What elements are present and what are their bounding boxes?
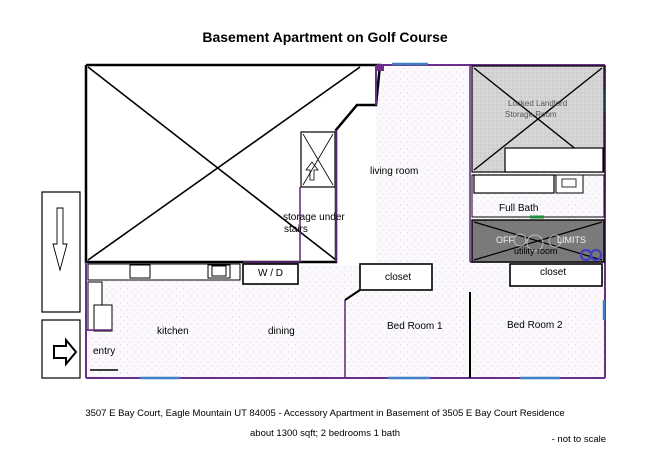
footer-address: 3507 E Bay Court, Eagle Mountain UT 8400… — [85, 408, 565, 419]
bathroom — [471, 174, 605, 219]
kitchen-counters — [87, 263, 241, 332]
plan-title: Basement Apartment on Golf Course — [202, 29, 448, 45]
bedroom-1-label: Bed Room 1 — [387, 321, 443, 332]
bedroom-2-label: Bed Room 2 — [507, 320, 563, 331]
down-arrow-icon — [52, 207, 68, 272]
storage-under-stairs-label-2: stairs — [284, 224, 308, 235]
entry-label: entry — [93, 346, 116, 357]
closet-right-label: closet — [540, 267, 567, 278]
full-bath-label: Full Bath — [499, 203, 539, 214]
washer-dryer-label: W / D — [258, 268, 283, 279]
kitchen-label: kitchen — [157, 326, 189, 337]
stairs — [300, 131, 336, 188]
footer-summary: about 1300 sqft; 2 bedrooms 1 bath — [250, 428, 400, 439]
closet-left-box — [359, 263, 433, 291]
locked-storage-room — [471, 65, 605, 173]
washer-dryer-box — [242, 263, 299, 285]
closet-right-box — [509, 263, 603, 287]
locked-storage-label-2: Storage Room — [505, 110, 557, 119]
scale-note: - not to scale — [551, 434, 606, 445]
wall-corner-marker — [377, 64, 384, 71]
living-room-label: living room — [370, 166, 419, 177]
unfinished-area — [84, 63, 382, 264]
exterior-stairs — [41, 191, 81, 379]
storage-under-stairs-label-1: storage under — [283, 212, 345, 223]
entry-arrow-icon — [53, 337, 78, 367]
utility-room-label: utility room — [514, 246, 558, 256]
utility-room — [471, 219, 605, 263]
utility-limits-label: LIMITS — [557, 235, 587, 245]
closets — [359, 263, 603, 291]
dining-label: dining — [268, 326, 295, 337]
utility-off-label: OFF — [496, 235, 514, 245]
locked-storage-label-1: Locked Landlord — [508, 99, 568, 108]
interior-black-walls — [344, 289, 471, 378]
closet-left-label: closet — [385, 272, 412, 283]
